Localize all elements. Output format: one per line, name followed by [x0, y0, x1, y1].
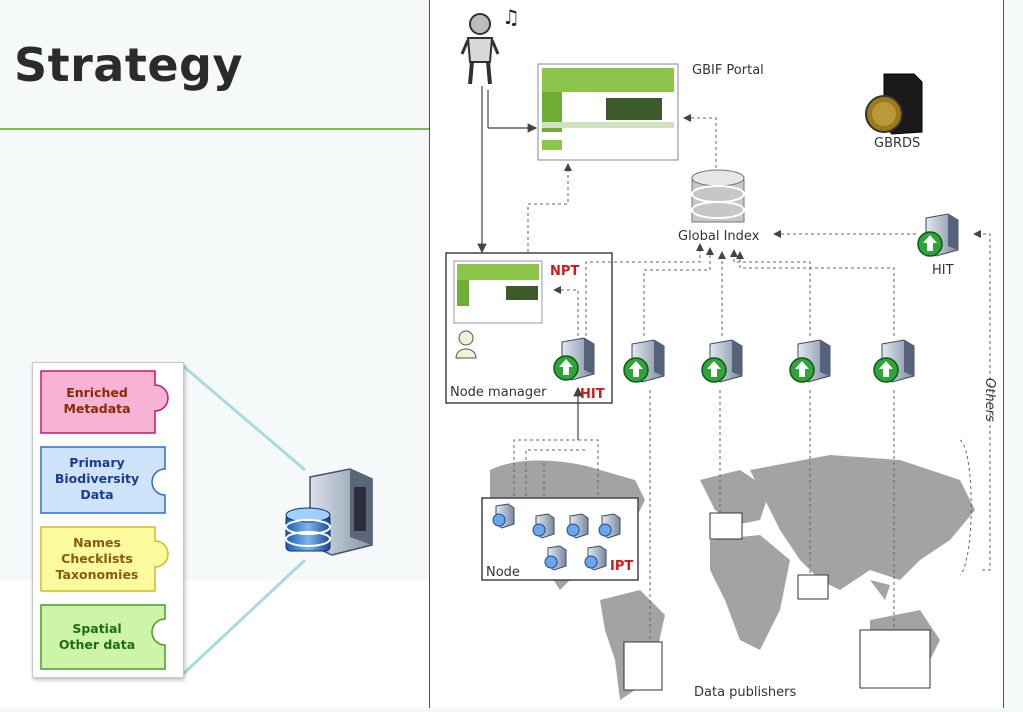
data-layers-puzzle: Enriched Metadata Primary Biodiversity D… [40, 370, 169, 670]
node-manager-label: Node manager [450, 385, 547, 400]
publisher-box [859, 629, 931, 689]
hit-server-icon [701, 339, 743, 383]
layer-label-line: Names [73, 535, 121, 550]
hit-server-icon [789, 339, 831, 383]
ipt-label: IPT [610, 559, 633, 574]
hit-node-label: HIT [580, 387, 605, 402]
ipt-server-icon [566, 513, 589, 539]
hit-server-icon [917, 213, 959, 257]
layer-label-line: Biodiversity [55, 471, 139, 486]
person-icon [460, 13, 500, 85]
node-label: Node [486, 565, 520, 580]
npt-label: NPT [550, 264, 579, 279]
publisher-box [623, 641, 663, 691]
others-label: Others [982, 378, 997, 422]
database-icon [285, 507, 331, 552]
npt-portal-screenshot [453, 260, 543, 324]
layer-label-line: Data [80, 487, 113, 502]
layer-label-line: Checklists [61, 551, 133, 566]
node-manager-icon [455, 330, 477, 359]
layer-label-line: Metadata [63, 401, 130, 416]
layer-label-line: Spatial [72, 621, 121, 636]
layer-label-line: Primary [69, 455, 124, 470]
publisher-box [797, 574, 829, 600]
gbif-architecture-diagram: ♫ GBIF Portal GBRDS [429, 0, 1004, 708]
global-index-database-icon [691, 169, 745, 223]
layer-names-checklists-taxonomies: Names Checklists Taxonomies [40, 526, 169, 592]
ipt-server-icon [492, 503, 515, 529]
ipt-server-icon [532, 513, 555, 539]
diagram-canvas: ♫ GBIF Portal GBRDS [445, 5, 997, 700]
hit-server-icon [623, 339, 665, 383]
title-divider [0, 128, 430, 130]
gbrds-label: GBRDS [874, 136, 920, 151]
ipt-server-icon [584, 545, 607, 571]
slide-title: Strategy [14, 38, 243, 92]
gbrds-server-icon [865, 73, 923, 135]
gbif-portal-screenshot [537, 63, 679, 161]
global-index-label: Global Index [678, 229, 760, 244]
publisher-box [709, 512, 743, 540]
music-note-icon: ♫ [502, 5, 520, 29]
gbif-portal-label: GBIF Portal [692, 63, 764, 78]
layer-label-line: Taxonomies [56, 567, 139, 582]
layer-primary-biodiversity-data: Primary Biodiversity Data [40, 446, 166, 514]
ipt-server-icon [544, 545, 567, 571]
layer-spatial-other-data: Spatial Other data [40, 604, 166, 670]
hit-server-icon [873, 339, 915, 383]
layer-connectors [180, 363, 307, 677]
data-publishers-label: Data publishers [694, 685, 796, 700]
layer-enriched-metadata: Enriched Metadata [40, 370, 169, 434]
layer-label-line: Other data [59, 637, 135, 652]
server-icon [285, 468, 373, 556]
ipt-server-icon [598, 513, 621, 539]
hit-top-label: HIT [932, 263, 954, 278]
data-layers-panel: Enriched Metadata Primary Biodiversity D… [32, 362, 184, 678]
layer-label-line: Enriched [66, 385, 128, 400]
